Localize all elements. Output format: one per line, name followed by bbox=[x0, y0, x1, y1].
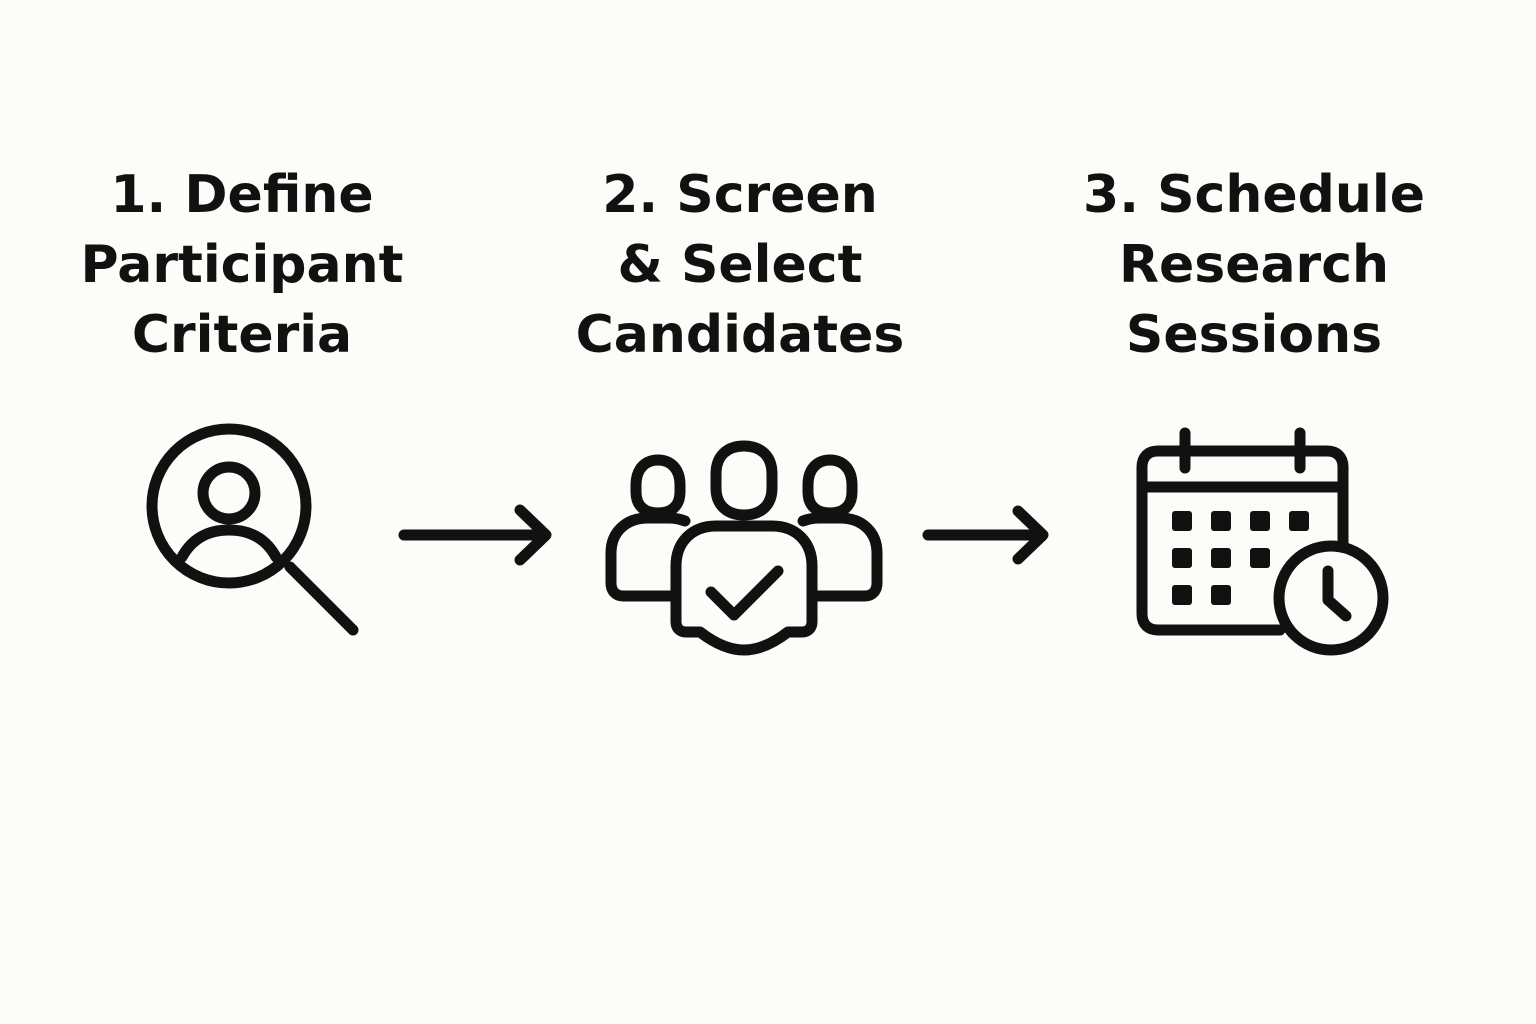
left-person-head bbox=[630, 454, 686, 519]
step-1-title-line-3: Criteria bbox=[131, 305, 353, 365]
clock-face bbox=[1273, 540, 1389, 656]
search-person-icon bbox=[146, 423, 359, 636]
calendar-clock-icon bbox=[1136, 427, 1389, 656]
step-2-title-line-3: Candidates bbox=[575, 305, 905, 365]
users-check-icon bbox=[605, 440, 883, 656]
calendar-frame bbox=[1136, 445, 1349, 636]
calendar-day-grid bbox=[1172, 511, 1309, 605]
center-person-head bbox=[710, 440, 778, 521]
arrow-right-icon bbox=[922, 505, 1049, 565]
step-2-title: 2. Screen & Select Candidates bbox=[530, 160, 950, 370]
step-1-title: 1. Define Participant Criteria bbox=[32, 160, 452, 370]
step-1-title-line-2: Participant bbox=[80, 235, 404, 295]
right-person-head bbox=[802, 454, 858, 519]
step-2-title-line-1: 2. Screen bbox=[602, 165, 878, 225]
step-3-title-line-1: 3. Schedule bbox=[1083, 165, 1425, 225]
step-2-title-line-2: & Select bbox=[617, 235, 863, 295]
magnifier-lens bbox=[146, 423, 312, 589]
step-1-title-line-1: 1. Define bbox=[110, 165, 374, 225]
step-3-title-line-2: Research bbox=[1118, 235, 1390, 295]
arrow-right-icon bbox=[398, 504, 552, 566]
check-badge bbox=[670, 520, 818, 656]
magnifier-handle bbox=[284, 561, 359, 636]
person-head bbox=[197, 461, 261, 525]
left-person-body bbox=[605, 512, 691, 602]
step-3-title-line-3: Sessions bbox=[1125, 305, 1383, 365]
step-3-title: 3. Schedule Research Sessions bbox=[1044, 160, 1464, 370]
check-mark bbox=[705, 565, 784, 621]
person-shoulders bbox=[176, 524, 282, 563]
right-person-body bbox=[797, 512, 883, 602]
clock-hands bbox=[1322, 565, 1352, 622]
